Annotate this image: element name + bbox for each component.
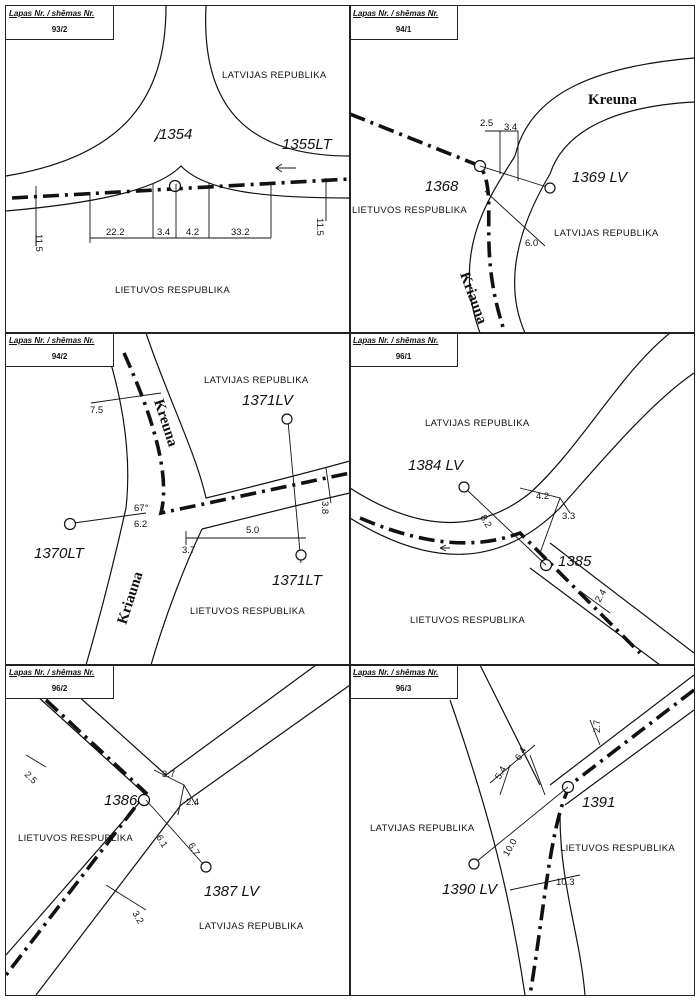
sheet-number: 96/1	[395, 352, 412, 361]
header-label: Lapas Nr. / shēmas Nr.	[9, 668, 95, 677]
dimension-label: 10.3	[556, 877, 575, 888]
point-label: 1355LT	[282, 136, 334, 153]
sheet-number: 94/2	[51, 352, 68, 361]
grid-divider-vertical	[349, 5, 351, 996]
grid-divider-horizontal	[5, 664, 695, 666]
dimension-label: 6.0	[525, 238, 538, 249]
dimension-label: 6.7	[185, 841, 201, 858]
header-label: Lapas Nr. / shēmas Nr.	[9, 336, 95, 345]
panel-96-1-map: 8.2 4.2 3.3 2.4 1384 LV 1385 LATVIJAS RE…	[350, 333, 694, 665]
panel-94-1-map: 2.5 3.4 6.0 Kreuna Kriauna 1368 1369 LV …	[350, 57, 694, 333]
dimension-label: 3.8	[319, 501, 330, 514]
country-label: LATVIJAS REPUBLIKA	[554, 228, 659, 239]
dimension-label: 2.7	[592, 720, 603, 733]
point-label: 1386	[104, 792, 138, 809]
country-label: LIETUVOS RESPUBLIKA	[560, 843, 675, 854]
panel-96-3: 2.7 5.4 6.4 10.0 10.3 1391 1390 LV LATVI…	[350, 665, 694, 995]
panel-96-2-map: 2.5 3.7 2.4 6.1 6.7 3.2 1386 1387 LV LIE…	[6, 665, 350, 995]
dimension-label: 6.2	[134, 519, 147, 530]
dimension-label: 33.2	[231, 227, 250, 238]
point-label: 1371LT	[272, 572, 324, 589]
header-label: Lapas Nr. / shēmas Nr.	[9, 9, 95, 18]
country-label: LATVIJAS REPUBLIKA	[222, 70, 327, 81]
dimension-label: 22.2	[106, 227, 125, 238]
dimension-label: 5.4	[493, 765, 509, 782]
point-label: 1390 LV	[442, 881, 499, 898]
grid-divider-horizontal	[5, 332, 695, 334]
dimension-label: 2.4	[186, 797, 199, 808]
country-label: LIETUVOS RESPUBLIKA	[352, 205, 467, 216]
sheet-number: 94/1	[395, 25, 412, 34]
river-label: Kriauna	[115, 569, 147, 626]
dimension-label: 4.2	[536, 491, 549, 502]
country-label: LIETUVOS RESPUBLIKA	[18, 833, 133, 844]
dimension-label: 3.2	[129, 909, 145, 926]
river-label: Kriauna	[456, 270, 490, 327]
sheet-header: Lapas Nr. / shēmas Nr. 96/3	[350, 665, 458, 699]
country-label: LATVIJAS REPUBLIKA	[199, 921, 304, 932]
panel-94-2: 7.5 67° 6.2 3.7 5.0 3.8 Kreuna Kriauna 1…	[6, 333, 350, 665]
dimension-label: 2.5	[480, 118, 493, 129]
header-label: Lapas Nr. / shēmas Nr.	[353, 336, 439, 345]
dimension-label: 3.7	[162, 769, 175, 780]
panel-94-2-map: 7.5 67° 6.2 3.7 5.0 3.8 Kreuna Kriauna 1…	[34, 333, 350, 665]
country-label: LATVIJAS REPUBLIKA	[370, 823, 475, 834]
dimension-label: 3.3	[562, 511, 575, 522]
point-label: 1371LV	[242, 392, 295, 409]
sheet-number: 93/2	[51, 25, 68, 34]
dimension-label: 6.1	[153, 833, 169, 850]
country-label: LATVIJAS REPUBLIKA	[425, 418, 530, 429]
dimension-label: 3.4	[504, 122, 517, 133]
panel-94-1: 2.5 3.4 6.0 Kreuna Kriauna 1368 1369 LV …	[350, 6, 694, 333]
point-label: 1354	[159, 126, 192, 143]
river-label: Kreuna	[588, 92, 637, 108]
point-label: 1385	[558, 553, 592, 570]
dimension-label: 11.5	[314, 218, 325, 236]
header-label: Lapas Nr. / shēmas Nr.	[353, 668, 439, 677]
sheet-number: 96/3	[395, 684, 412, 693]
dimension-label: 5.0	[246, 525, 259, 536]
point-label: 1368	[425, 178, 459, 195]
dimension-label: 11.5	[33, 234, 44, 252]
panel-96-2: 2.5 3.7 2.4 6.1 6.7 3.2 1386 1387 LV LIE…	[6, 665, 350, 995]
dimension-label: 10.0	[501, 837, 520, 859]
sheet-header: Lapas Nr. / shēmas Nr. 94/2	[6, 333, 114, 367]
sheet-header: Lapas Nr. / shēmas Nr. 96/1	[350, 333, 458, 367]
panel-93-2: 11.5 22.2 3.4 4.2 33.2 11.5 1354 1355LT …	[6, 6, 350, 333]
sheet-header: Lapas Nr. / shēmas Nr. 96/2	[6, 665, 114, 699]
country-label: LIETUVOS RESPUBLIKA	[410, 615, 525, 626]
sheet-header: Lapas Nr. / shēmas Nr. 94/1	[350, 6, 458, 40]
dimension-label: 3.4	[157, 227, 170, 238]
country-label: LIETUVOS RESPUBLIKA	[190, 606, 305, 617]
dimension-label: 67°	[134, 503, 149, 514]
dimension-label: 4.2	[186, 227, 199, 238]
point-label: 1391	[582, 794, 615, 811]
header-label: Lapas Nr. / shēmas Nr.	[353, 9, 439, 18]
dimension-label: 7.5	[90, 405, 103, 416]
point-label: 1387 LV	[204, 883, 261, 900]
point-label: 1369 LV	[572, 169, 629, 186]
dimension-label: 3.7	[182, 545, 195, 556]
country-label: LIETUVOS RESPUBLIKA	[115, 285, 230, 296]
dimension-label: 2.5	[22, 769, 39, 786]
panel-93-2-map: 11.5 22.2 3.4 4.2 33.2 11.5 1354 1355LT …	[6, 6, 350, 296]
dimension-label: 6.4	[513, 746, 529, 763]
panel-96-3-map: 2.7 5.4 6.4 10.0 10.3 1391 1390 LV LATVI…	[370, 665, 694, 995]
country-label: LATVIJAS REPUBLIKA	[204, 375, 309, 386]
panel-96-1: 8.2 4.2 3.3 2.4 1384 LV 1385 LATVIJAS RE…	[350, 333, 694, 665]
sheet-header: Lapas Nr. / shēmas Nr. 93/2	[6, 6, 114, 40]
point-label: 1370LT	[34, 545, 86, 562]
point-label: 1384 LV	[408, 457, 465, 474]
sheet-number: 96/2	[51, 684, 68, 693]
